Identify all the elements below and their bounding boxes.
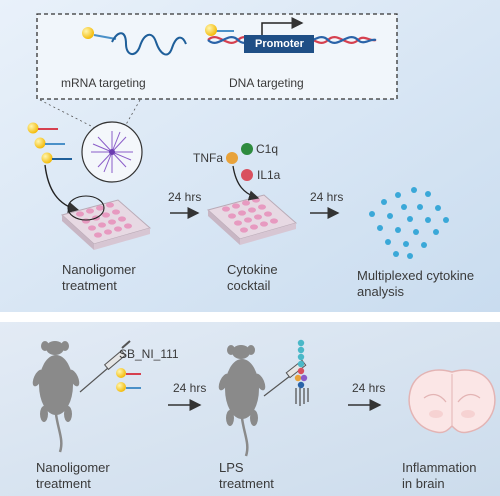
- nanoligomer-bead: [82, 27, 94, 39]
- step1-label: Nanoligomer treatment: [62, 262, 136, 293]
- bottom-arrow1-time-label: 24 hrs: [173, 381, 207, 395]
- dna-helix: [205, 17, 377, 53]
- dna-targeting-label: DNA targeting: [229, 76, 304, 90]
- arrow2-time-label: 24 hrs: [310, 190, 344, 204]
- bottom-step2-label: LPS treatment: [219, 460, 274, 491]
- mouse-2: [218, 345, 266, 457]
- bottom-step3-label: Inflammation in brain: [402, 460, 477, 491]
- nanoligomer-group: [27, 122, 72, 164]
- brain-section: [408, 369, 496, 434]
- well-plate-1: [60, 199, 152, 250]
- cytokine-il1a: [241, 169, 253, 181]
- mrna-targeting-label: mRNA targeting: [61, 76, 146, 90]
- promoter-label: Promoter: [255, 38, 304, 50]
- compound-label: SB_NI_111: [119, 347, 179, 361]
- inset-box: [36, 13, 398, 100]
- cytokine-c1q: [241, 143, 253, 155]
- bottom-arrow2-time-label: 24 hrs: [352, 381, 386, 395]
- step2-label: Cytokine cocktail: [227, 262, 278, 293]
- cytokine-dot-cloud: [369, 187, 449, 259]
- arrow1-time-label: 24 hrs: [168, 190, 202, 204]
- syringe-1: [79, 340, 131, 393]
- mrna-strand: [82, 27, 187, 56]
- cytokine-il1a-label: IL1a: [257, 168, 281, 182]
- cytokine-tnfa-label: TNFa: [193, 151, 223, 165]
- cytokine-tnfa: [226, 152, 238, 164]
- promoter-box: [244, 35, 314, 53]
- well-plate-2: [206, 194, 298, 245]
- cytokines: [226, 143, 253, 181]
- nanoligomer-pair: [116, 368, 141, 392]
- cytokine-c1q-label: C1q: [256, 142, 279, 156]
- lps-molecule: [294, 339, 309, 406]
- bottom-step1-label: Nanoligomer treatment: [36, 460, 110, 491]
- step3-label: Multiplexed cytokine analysis: [357, 268, 475, 299]
- nanoligomer-bead: [205, 24, 217, 36]
- nanoparticle-zoom: [81, 121, 143, 183]
- mouse-1: [32, 341, 80, 453]
